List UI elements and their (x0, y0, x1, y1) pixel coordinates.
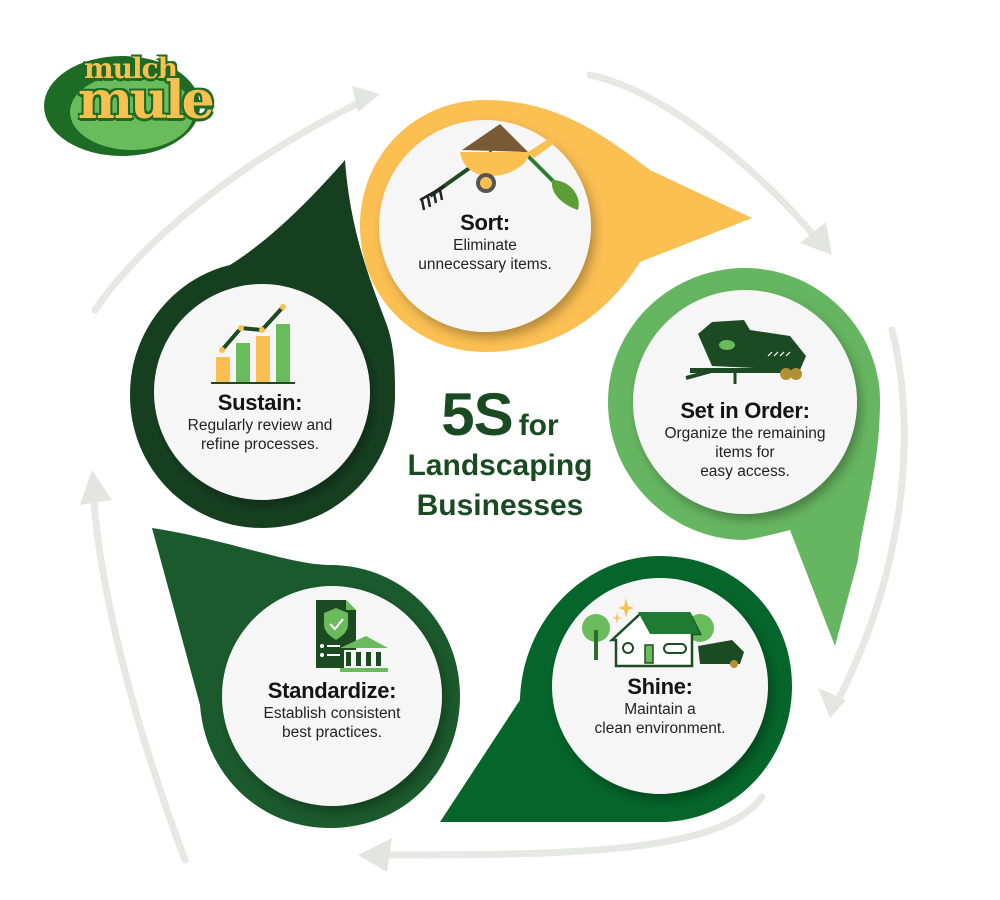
logo-line-2: mule (78, 70, 215, 131)
cycle-arrows (89, 71, 908, 864)
arrow-standardize-to-sustain (89, 486, 189, 864)
mulch-trailer-icon (685, 320, 806, 384)
teardrop-set-in-order (608, 268, 880, 646)
step-title: Shine: (627, 674, 693, 699)
arrow-set-to-shine (834, 326, 908, 704)
title-for: for (518, 409, 559, 442)
step-sort: Sort: Eliminate unnecessary items. (395, 210, 575, 274)
title-landscaping: Landscaping (407, 449, 593, 482)
logo-line-1: mulch (84, 52, 178, 85)
arrow-sort-to-set (586, 71, 822, 244)
step-desc-line: Eliminate (453, 237, 517, 254)
arrowhead-icon (818, 688, 846, 718)
step-title: Sort: (460, 210, 510, 235)
step-desc-line: Organize the remaining (664, 425, 826, 442)
arrow-heads (80, 86, 846, 872)
teardrop-sort (360, 100, 752, 352)
title-5s: 5S (441, 381, 513, 448)
step-shine: Shine: Maintain a clean environment. (565, 674, 755, 738)
wheelbarrow-rake-shovel-icon (419, 124, 579, 211)
step-title: Standardize: (267, 678, 397, 703)
step-desc-line: best practices. (282, 724, 382, 741)
step-desc-line: items for (715, 444, 775, 461)
clean-house-icon (582, 598, 744, 668)
step-standardize: Standardize: Establish consistent best p… (237, 678, 427, 742)
title-businesses: Businesses (416, 489, 584, 522)
logo-ellipse-icon (44, 56, 200, 156)
teardrop-standardize (152, 528, 460, 828)
step-sustain: Sustain: Regularly review and refine pro… (160, 390, 360, 454)
arrowhead-icon (80, 470, 112, 505)
step-desc-line: Regularly review and (187, 417, 333, 434)
document-shield-bank-icon (316, 600, 388, 672)
step-desc-line: Establish consistent (263, 705, 401, 722)
step-desc-line: unnecessary items. (418, 256, 552, 273)
mulch-mule-logo: mulch mule (40, 48, 250, 158)
growth-bar-chart-icon (211, 304, 295, 384)
step-set-in-order: Set in Order: Organize the remaining ite… (640, 398, 850, 481)
arrowhead-icon (352, 86, 380, 112)
step-title: Set in Order: (680, 398, 810, 423)
arrow-sustain-to-sort (91, 96, 369, 314)
step-desc-line: clean environment. (594, 720, 726, 737)
step-desc-line: Maintain a (624, 701, 696, 718)
step-desc-line: easy access. (700, 463, 790, 480)
arrowhead-icon (800, 222, 832, 255)
step-title: Sustain: (217, 390, 303, 415)
step-desc-line: refine processes. (200, 436, 320, 453)
arrow-shine-to-standardize (368, 793, 766, 859)
arrowhead-icon (358, 838, 392, 872)
